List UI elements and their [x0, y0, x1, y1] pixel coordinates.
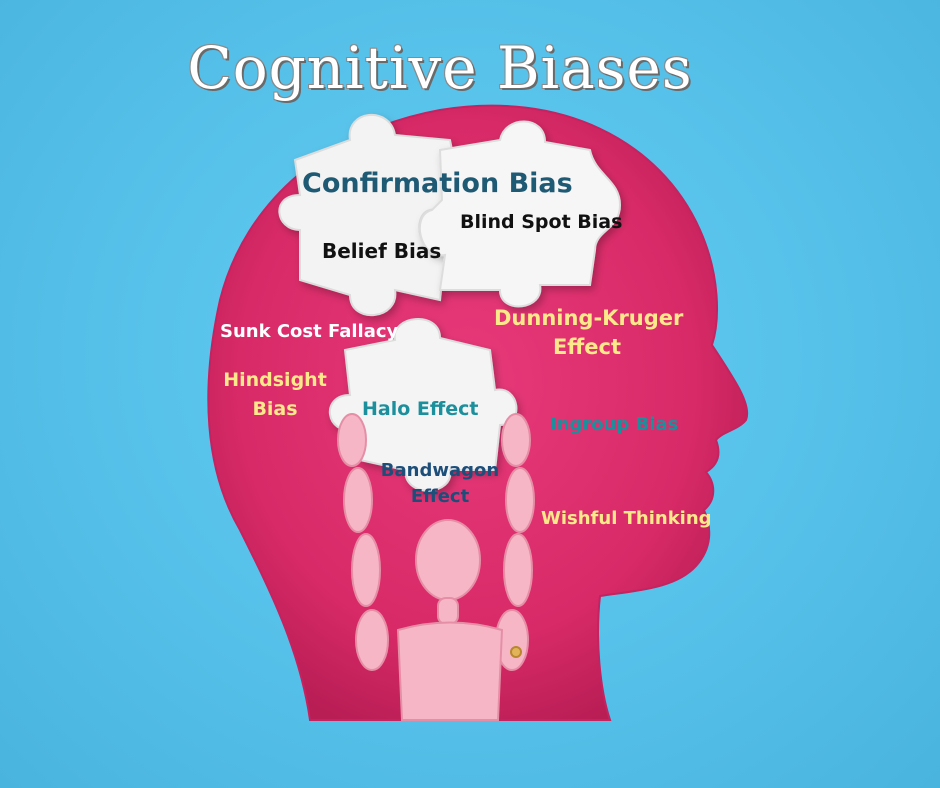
label-halo-effect: Halo Effect [362, 398, 479, 420]
label-sunk-cost-fallacy: Sunk Cost Fallacy [220, 321, 399, 342]
label-wishful-thinking: Wishful Thinking [541, 508, 712, 529]
label-ingroup-bias: Ingroup Bias [550, 414, 679, 435]
wooden-mannequin-icon [337, 413, 535, 721]
label-hindsight-line2: Bias [252, 397, 298, 420]
label-bandwagon-line1: Bandwagon [380, 460, 500, 481]
label-dunning-kruger: Dunning-Kruger Effect [494, 306, 684, 360]
puzzle-piece-icon [328, 318, 518, 492]
puzzle-piece-icon [418, 120, 622, 308]
label-dunning-kruger-line2: Effect [552, 335, 622, 360]
label-bandwagon-effect: Bandwagon Effect [370, 460, 510, 507]
label-blind-spot-bias: Blind Spot Bias [460, 211, 623, 233]
label-hindsight-bias: Hindsight Bias [220, 369, 330, 421]
label-confirmation-bias: Confirmation Bias [302, 168, 573, 199]
label-hindsight-line1: Hindsight [223, 369, 327, 391]
page-title: Cognitive Biases [187, 34, 693, 102]
label-dunning-kruger-line1: Dunning-Kruger [494, 306, 684, 330]
label-bandwagon-line2: Effect [410, 485, 470, 507]
label-belief-bias: Belief Bias [322, 239, 442, 263]
